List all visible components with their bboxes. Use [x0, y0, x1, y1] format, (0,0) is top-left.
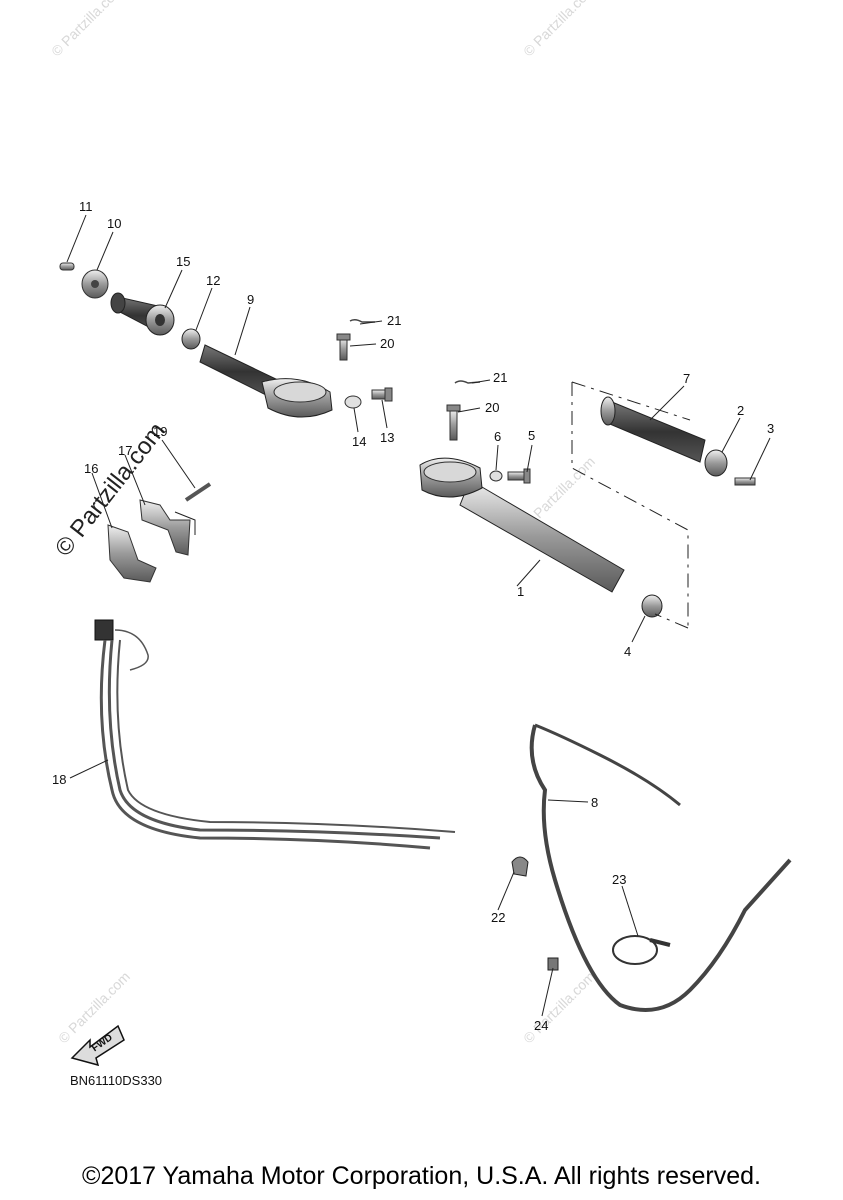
- part-10-bar-end-weight: [81, 269, 109, 299]
- callout-18: 18: [52, 772, 66, 787]
- callout-2: 2: [737, 403, 744, 418]
- callout-16: 16: [84, 461, 98, 476]
- part-3-screw: [734, 477, 756, 486]
- part-21-pin-left: [349, 318, 375, 323]
- callout-20-right: 20: [485, 400, 499, 415]
- callout-15: 15: [176, 254, 190, 269]
- callout-8: 8: [591, 795, 598, 810]
- part-15-grip: [110, 292, 175, 336]
- part-22-clamp: [511, 856, 529, 877]
- part-16-switch-holder: [107, 524, 157, 583]
- callout-21-right: 21: [493, 370, 507, 385]
- callout-13: 13: [380, 430, 394, 445]
- callout-20-left: 20: [380, 336, 394, 351]
- callout-5: 5: [528, 428, 535, 443]
- part-7-throttle-grip: [600, 396, 706, 463]
- callout-22: 22: [491, 910, 505, 925]
- callout-7: 7: [683, 371, 690, 386]
- copyright-notice: ©2017 Yamaha Motor Corporation, U.S.A. A…: [82, 1162, 761, 1190]
- part-19-screw: [184, 482, 212, 502]
- dashed-assembly-box: [571, 381, 691, 629]
- fwd-arrow-icon: FWD: [70, 1024, 125, 1067]
- part-18-throttle-cable: [94, 619, 456, 850]
- part-21-pin-right: [454, 380, 481, 384]
- callout-4: 4: [624, 644, 631, 659]
- bracket-line-16-17: [174, 511, 196, 535]
- callout-10: 10: [107, 216, 121, 231]
- callout-11: 11: [79, 199, 93, 214]
- callout-12: 12: [206, 273, 220, 288]
- callout-24: 24: [534, 1018, 548, 1033]
- part-17-switch-holder: [139, 499, 191, 556]
- part-23-cable-tie: [612, 935, 671, 965]
- part-20-bolt-right: [446, 404, 461, 441]
- callout-19: 19: [153, 424, 167, 439]
- part-8-clutch-cable: [529, 723, 792, 1012]
- part-13-bolt: [371, 387, 393, 402]
- part-12-collar: [181, 328, 201, 350]
- part-20-bolt-left: [336, 333, 351, 361]
- part-5-bolt: [507, 468, 531, 484]
- part-6-washer: [489, 470, 503, 482]
- part-11-screw: [59, 262, 75, 271]
- callout-6: 6: [494, 429, 501, 444]
- callout-3: 3: [767, 421, 774, 436]
- callout-23: 23: [612, 872, 626, 887]
- leader-lines: [66, 214, 771, 1017]
- part-4-collar: [641, 594, 663, 618]
- part-14-washer: [344, 395, 362, 409]
- part-1-right-handlebar: [419, 457, 625, 593]
- part-2-bar-end: [704, 449, 728, 477]
- callout-17: 17: [118, 443, 132, 458]
- diagram-code: BN61110DS330: [70, 1073, 163, 1088]
- part-9-left-handlebar: [199, 344, 333, 418]
- callout-1: 1: [517, 584, 524, 599]
- callout-21-left: 21: [387, 313, 401, 328]
- callout-14: 14: [352, 434, 366, 449]
- callout-9: 9: [247, 292, 254, 307]
